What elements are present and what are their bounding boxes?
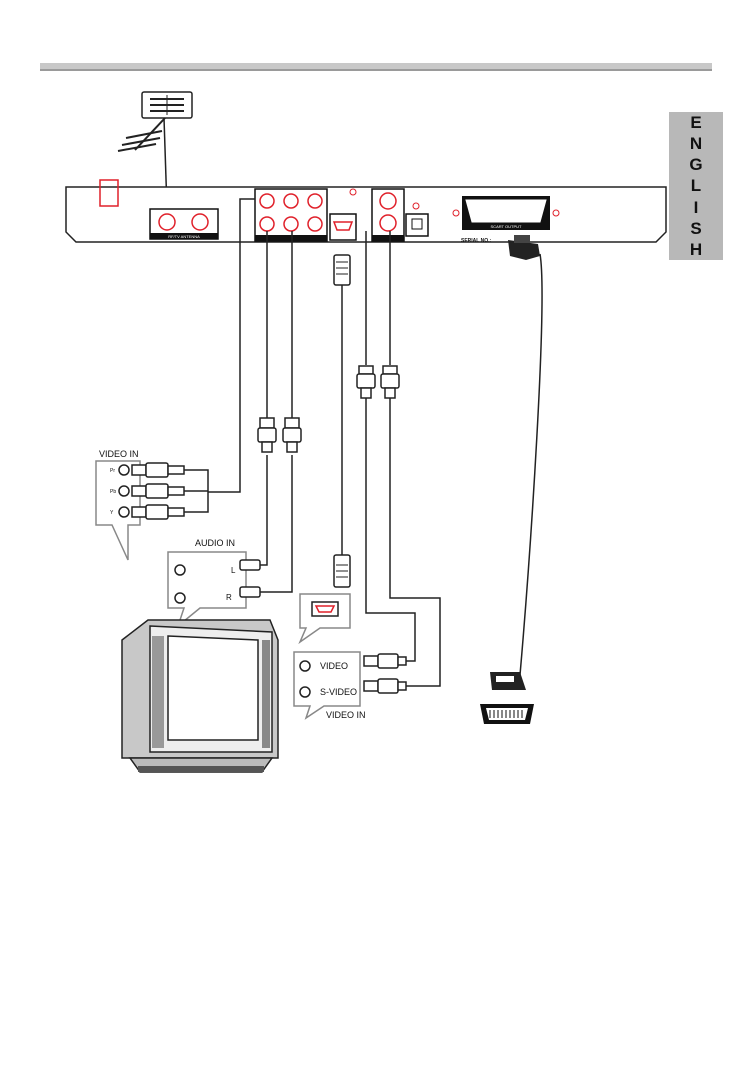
header-rule [40,63,712,69]
svideo-plug [381,366,399,398]
audio-in-title: AUDIO IN [195,538,235,548]
side-tab-letter-n: N [690,135,702,152]
side-tab-letter-e: E [690,114,701,131]
scart-plug-bottom [490,672,526,690]
bottom-video-in-title: VIDEO IN [326,710,366,720]
component-video-in-panel: VIDEO IN Pr Pb Y [96,449,208,560]
component-cable [208,199,255,492]
audio-right-label: R [226,593,232,602]
component-label-pb: Pb [110,489,116,495]
video-in-title: VIDEO IN [99,449,139,459]
component-label-pr: Pr [110,468,115,474]
av-jack-block [255,189,327,241]
side-tab-letter-h: H [690,241,702,258]
audio-cable-right [258,231,292,592]
svideo-label: S-VIDEO [320,687,357,697]
serial-number-label: SERIAL NO.: [461,238,492,244]
hdmi-plug-top [334,255,350,285]
audio-plug-left [258,418,276,452]
audio-left-label: L [231,566,236,575]
hdmi-port [330,214,356,240]
antenna-port-block: RF/TV ANTENNA [150,209,218,239]
audio-in-panel: AUDIO IN L R [168,538,260,626]
audio-cable-left [258,231,267,565]
side-tab-letter-g: G [689,156,702,173]
scart-cable [520,254,542,675]
hdmi-plug-bottom [334,555,350,587]
scart-port: SCART OUTPUT [453,196,559,230]
audio-plug-right [283,418,301,452]
video-svideo-in-panel: VIDEO S-VIDEO VIDEO IN [294,652,406,720]
television-icon [122,620,278,772]
scart-port-label: SCART OUTPUT [491,224,523,229]
video-in-plugs [364,654,406,693]
hdmi-in-panel [300,594,350,642]
header-rule-shadow [40,69,712,71]
video-label: VIDEO [320,661,348,671]
video-plug [357,366,375,398]
language-side-tab: E N G L I S H [669,112,723,260]
scart-socket-icon [480,704,534,724]
component-plugs [132,463,184,519]
antenna-port-label: RF/TV ANTENNA [168,234,200,239]
side-tab-letter-s: S [690,220,701,237]
side-tab-letter-i: I [694,199,699,216]
side-tab-letter-l: L [691,177,701,194]
